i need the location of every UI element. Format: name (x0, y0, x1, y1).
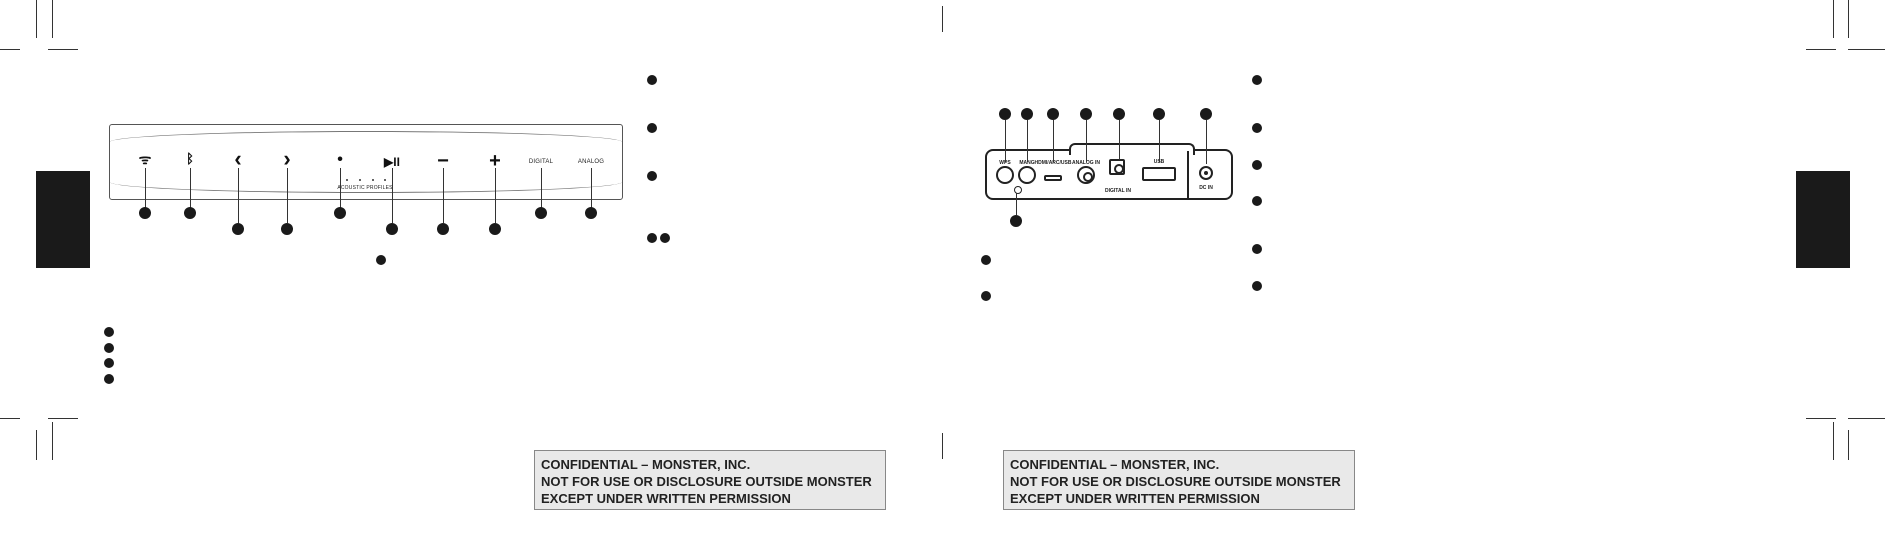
left-section-tab (36, 171, 90, 268)
dc-in-label: DC IN (1199, 185, 1213, 191)
usb-label: USB (1153, 159, 1165, 165)
notice-line-1: CONFIDENTIAL – MONSTER, INC. (1010, 457, 1220, 472)
play-pause-icon: ▶II (384, 155, 400, 169)
plus-icon: + (489, 150, 501, 172)
mang-port (1018, 166, 1036, 184)
acoustic-profiles-label: ACOUSTIC PROFILES (337, 185, 393, 191)
notice-line-2: NOT FOR USE OR DISCLOSURE OUTSIDE MONSTE… (1010, 474, 1341, 489)
wps-label: WPS (999, 160, 1011, 166)
dc-in-port (1199, 166, 1213, 180)
mang-label: MANG (1019, 160, 1035, 166)
acoustic-profile-dots (346, 179, 386, 182)
analog-label: ANALOG (577, 159, 605, 165)
usb-port (1142, 167, 1176, 181)
top-control-panel (109, 124, 623, 200)
wifi-icon: ᯤ (138, 151, 152, 167)
chevron-right-icon: › (283, 146, 291, 171)
digital-in-port (1109, 159, 1125, 175)
minus-icon: − (437, 150, 449, 172)
hdmi-port (1044, 175, 1062, 181)
dot-icon: • (337, 151, 343, 168)
digital-label: DIGITAL (528, 159, 554, 165)
digital-in-label: DIGITAL IN (1105, 188, 1131, 194)
confidential-notice-right: CONFIDENTIAL – MONSTER, INC. NOT FOR USE… (1003, 450, 1355, 510)
right-section-tab (1796, 171, 1850, 268)
notice-line-2: NOT FOR USE OR DISCLOSURE OUTSIDE MONSTE… (541, 474, 872, 489)
reset-pinhole (1014, 186, 1022, 194)
bluetooth-icon: ᛒ (186, 151, 194, 166)
notice-line-3: EXCEPT UNDER WRITTEN PERMISSION (541, 491, 791, 506)
hdmi-label: HDMI/ARC/USB (1034, 160, 1072, 166)
confidential-notice-left: CONFIDENTIAL – MONSTER, INC. NOT FOR USE… (534, 450, 886, 510)
analog-in-label: ANALOG IN (1071, 160, 1101, 166)
wps-port (996, 166, 1014, 184)
notice-line-1: CONFIDENTIAL – MONSTER, INC. (541, 457, 751, 472)
chevron-left-icon: ‹ (234, 146, 242, 171)
analog-in-port (1077, 166, 1095, 184)
notice-line-3: EXCEPT UNDER WRITTEN PERMISSION (1010, 491, 1260, 506)
